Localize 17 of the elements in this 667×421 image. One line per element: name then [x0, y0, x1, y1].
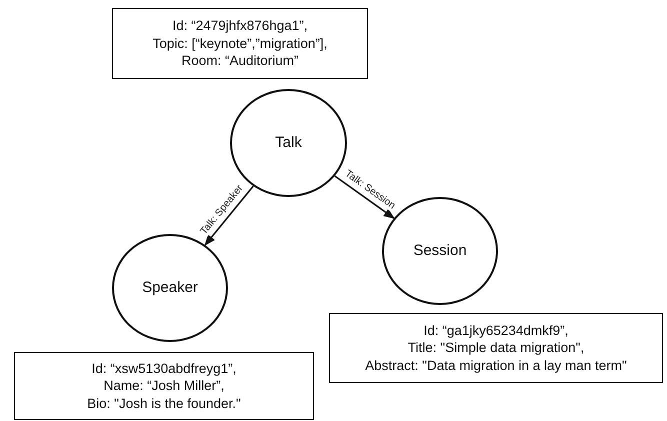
node-text: Name: “Josh Miller”,: [104, 377, 224, 395]
node-text: Speaker: [142, 278, 198, 298]
node-text: Session: [413, 241, 467, 261]
node-text: Talk: [275, 133, 302, 153]
property-box: [112, 8, 368, 79]
node-text: Bio: "Josh is the founder.": [87, 394, 241, 412]
node-text: Abstract: "Data migration in a lay man term": [365, 356, 627, 374]
property-box: [14, 352, 314, 420]
node-text: Id: “xsw5130abdfreyg1”,: [92, 360, 236, 378]
property-box: [329, 313, 663, 383]
node-text: Id: “2479jhfx876hga1”,: [172, 17, 308, 35]
node-text: Topic: [“keynote”,”migration”],: [152, 34, 328, 52]
node-text: Room: “Auditorium”: [181, 52, 299, 70]
node-text: Id: “ga1jky65234dmkf9”,: [424, 322, 568, 340]
arrow: [334, 175, 395, 219]
node-text: Title: "Simple data migration",: [408, 339, 584, 357]
arrow: [204, 186, 254, 246]
